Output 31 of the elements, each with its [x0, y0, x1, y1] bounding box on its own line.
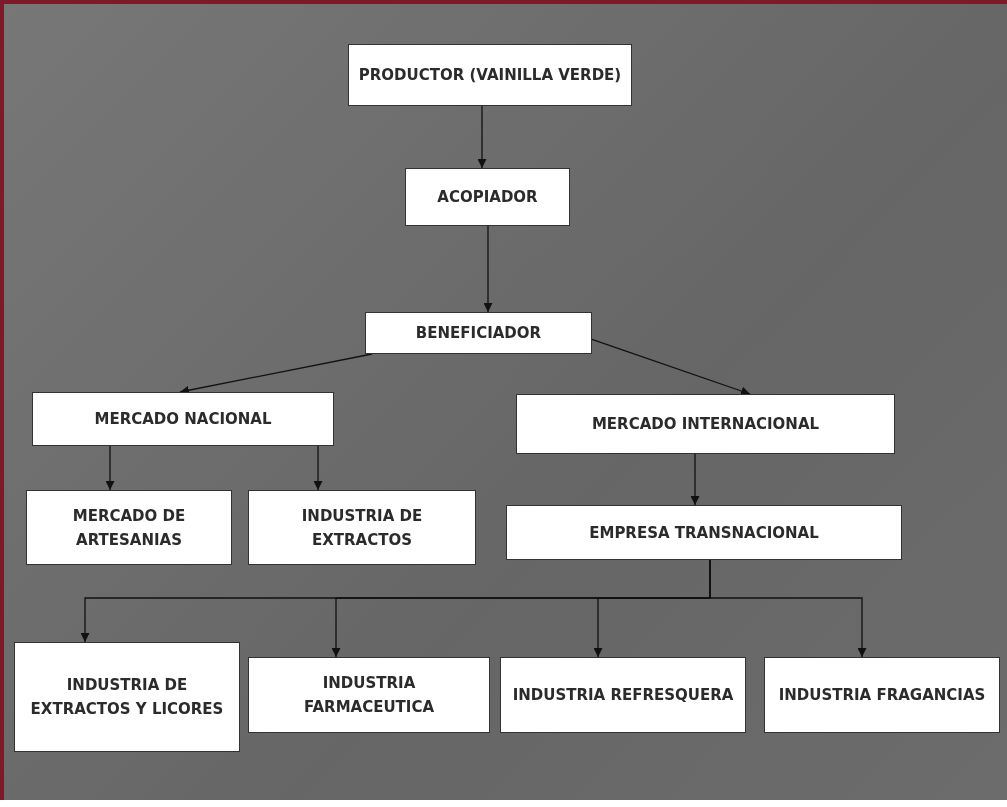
arrow — [313, 445, 323, 491]
node-label: INDUSTRIA REFRESQUERA — [512, 686, 734, 704]
process-box — [516, 394, 895, 454]
process-box — [26, 490, 232, 565]
node-label: ACOPIADOR — [437, 188, 538, 206]
arrow — [483, 225, 493, 313]
arrow — [105, 445, 115, 491]
process-box — [764, 657, 1000, 733]
node-label: EMPRESA TRANSNACIONAL — [589, 523, 819, 542]
node-label: INDUSTRIA FRAGANCIAS — [778, 686, 986, 704]
process-box — [348, 44, 632, 106]
node-label: MERCADO INTERNACIONAL — [591, 415, 820, 433]
process-box — [405, 168, 570, 226]
node-label: INDUSTRIA FARMACEUTICA — [303, 674, 435, 716]
node-label: MERCADO DE ARTESANIAS — [72, 506, 186, 549]
process-box — [500, 657, 746, 733]
process-box — [506, 505, 902, 560]
arrow — [709, 559, 867, 658]
arrow — [477, 105, 487, 169]
process-box — [365, 312, 592, 354]
process-box — [248, 657, 490, 733]
process-box — [248, 490, 476, 565]
node-label: PRODUCTOR (VAINILLA VERDE) — [358, 66, 622, 84]
process-box — [14, 642, 240, 752]
arrow — [591, 338, 751, 396]
node-label: INDUSTRIA DE EXTRACTOS — [301, 506, 423, 549]
arrow — [690, 453, 700, 506]
node-label: INDUSTRIA DE EXTRACTOS Y LICORES — [30, 676, 224, 718]
node-label: BENEFICIADOR — [415, 324, 542, 342]
node-label: MERCADO NACIONAL — [94, 410, 272, 428]
process-box — [32, 392, 334, 446]
